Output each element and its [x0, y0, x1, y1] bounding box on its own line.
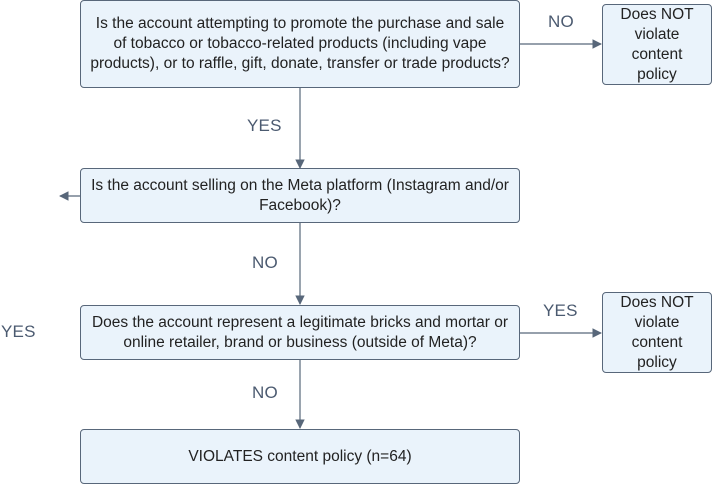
question-promote-tobacco: Is the account attempting to promote the… — [80, 0, 520, 88]
outcome-not-violate-2: Does NOT violate content policy — [602, 292, 712, 373]
label-q3-no: NO — [252, 383, 278, 402]
label-q3-yes: YES — [543, 301, 578, 320]
label-q1-no: NO — [548, 12, 574, 31]
outcome-violates: VIOLATES content policy (n=64) — [80, 429, 520, 484]
question-selling-on-meta: Is the account selling on the Meta platf… — [80, 168, 520, 223]
outcome-not-violate-1: Does NOT violate content policy — [602, 4, 712, 85]
label-q2-no: NO — [252, 253, 278, 272]
question-legitimate-retailer: Does the account represent a legitimate … — [80, 305, 520, 360]
label-q2-yes: YES — [1, 322, 36, 341]
label-q1-yes: YES — [247, 116, 282, 135]
